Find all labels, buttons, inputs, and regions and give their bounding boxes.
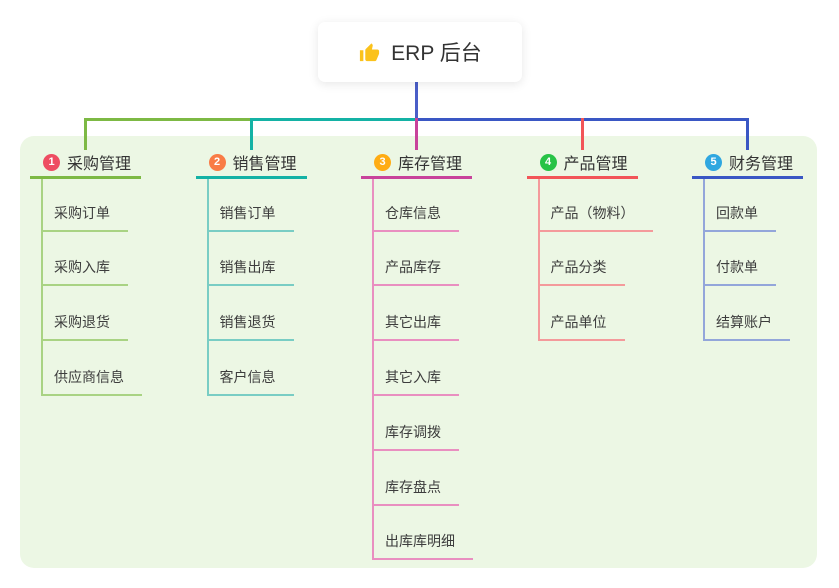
branch-drop-line [415, 118, 418, 150]
child-node[interactable]: 采购订单 [41, 202, 128, 232]
child-node[interactable]: 产品分类 [537, 256, 625, 287]
root-stem-line [415, 82, 418, 118]
branch-label: 库存管理 [398, 156, 463, 173]
child-node[interactable]: 供应商信息 [41, 366, 142, 396]
branch-number-badge: 3 [374, 153, 391, 171]
branch-node[interactable]: 1 采购管理 [30, 148, 141, 179]
mindmap-panel [20, 136, 817, 568]
branch-number-badge: 4 [539, 153, 557, 171]
branch-node[interactable]: 3 库存管理 [361, 148, 472, 179]
child-label: 销售订单 [219, 204, 276, 221]
child-label: 其它入库 [385, 368, 441, 385]
child-label: 采购退货 [54, 314, 110, 331]
child-node[interactable]: 库存调拨 [372, 421, 459, 451]
child-node[interactable]: 产品（物料） [537, 202, 653, 232]
bus-line-segment [249, 118, 418, 121]
child-node[interactable]: 其它入库 [372, 366, 459, 396]
child-label: 产品（物料） [550, 204, 635, 221]
child-node[interactable]: 仓库信息 [372, 202, 459, 232]
child-node[interactable]: 销售退货 [206, 311, 294, 342]
child-label: 供应商信息 [54, 368, 124, 385]
child-node[interactable]: 销售出库 [206, 256, 294, 287]
thumbs-up-icon [360, 42, 380, 61]
branch-child-line [41, 179, 43, 396]
branch-child-line [537, 179, 540, 342]
child-label: 产品分类 [550, 259, 607, 276]
branch-drop-line [580, 118, 584, 150]
child-node[interactable]: 客户信息 [206, 366, 294, 396]
branch-node[interactable]: 5 财务管理 [692, 148, 803, 179]
child-node[interactable]: 采购入库 [41, 256, 128, 287]
child-node[interactable]: 采购退货 [41, 311, 128, 342]
bus-line-segment [84, 118, 250, 121]
child-label: 产品库存 [385, 259, 441, 276]
root-label: ERP 后台 [391, 42, 482, 65]
child-node[interactable]: 库存盘点 [372, 476, 459, 506]
child-node[interactable]: 销售订单 [206, 202, 294, 232]
child-node[interactable]: 其它出库 [372, 311, 459, 342]
child-label: 销售退货 [219, 314, 276, 331]
child-label: 回款单 [716, 204, 758, 221]
branch-label: 采购管理 [67, 156, 132, 173]
child-node[interactable]: 产品库存 [372, 256, 459, 287]
child-node[interactable]: 回款单 [703, 202, 776, 232]
child-node[interactable]: 产品单位 [537, 311, 625, 342]
child-label: 其它出库 [385, 314, 441, 331]
branch-drop-line [746, 118, 749, 150]
branch-label: 销售管理 [232, 156, 297, 173]
child-label: 采购入库 [54, 259, 110, 276]
child-label: 出库库明细 [385, 533, 455, 550]
branch-number-badge: 5 [705, 153, 722, 171]
child-label: 库存盘点 [385, 478, 441, 495]
branch-label: 产品管理 [563, 156, 628, 173]
branch-label: 财务管理 [729, 156, 794, 173]
branch-drop-line [84, 118, 87, 150]
child-label: 客户信息 [219, 368, 276, 385]
branch-number-badge: 2 [208, 153, 226, 171]
child-label: 结算账户 [716, 314, 772, 331]
root-node[interactable]: ERP 后台 [318, 22, 522, 82]
branch-node[interactable]: 4 产品管理 [526, 148, 638, 179]
child-label: 采购订单 [54, 204, 110, 221]
branch-node[interactable]: 2 销售管理 [195, 148, 307, 179]
child-node[interactable]: 付款单 [703, 256, 776, 287]
child-node[interactable]: 结算账户 [703, 311, 790, 342]
child-label: 库存调拨 [385, 423, 441, 440]
branch-drop-line [249, 118, 253, 150]
child-label: 销售出库 [219, 259, 276, 276]
child-node[interactable]: 出库库明细 [372, 530, 473, 561]
branch-child-line [372, 179, 374, 561]
child-label: 付款单 [716, 259, 758, 276]
child-label: 仓库信息 [385, 204, 441, 221]
branch-number-badge: 1 [43, 153, 60, 171]
child-label: 产品单位 [550, 314, 607, 331]
branch-child-line [206, 179, 209, 396]
branch-child-line [703, 179, 705, 342]
